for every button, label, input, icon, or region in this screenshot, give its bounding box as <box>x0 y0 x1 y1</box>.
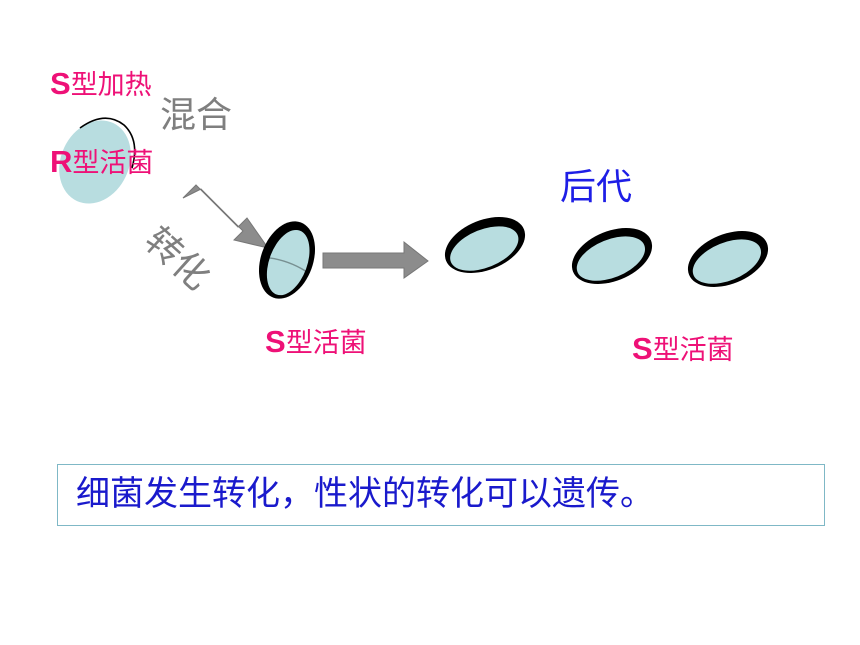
offspring-bacterium-2 <box>571 227 653 285</box>
s-bacterium-transformed <box>258 221 316 299</box>
conclusion-text: 细菌发生转化，性状的转化可以遗传。 <box>76 474 654 514</box>
offspring-bacterium-3 <box>687 230 769 288</box>
label-mix: 混合 <box>160 95 233 136</box>
label-offspring: 后代 <box>560 167 633 208</box>
label-s-live-1: S型活菌 <box>265 326 367 357</box>
label-s-live-1-prefix: S <box>265 324 286 359</box>
label-r-live-rest: 型活菌 <box>72 148 154 179</box>
label-s-live-2-rest: 型活菌 <box>652 335 734 366</box>
label-s-heated-rest: 型加热 <box>70 70 152 101</box>
transform-arrow <box>182 184 270 249</box>
label-s-heated-prefix: S <box>50 66 71 101</box>
label-r-live: R型活菌 <box>50 146 153 177</box>
label-s-live-1-rest: 型活菌 <box>285 328 367 359</box>
label-s-live-2-prefix: S <box>632 331 653 366</box>
offspring-bacterium-1 <box>444 216 526 274</box>
r-bacterium-mixture <box>59 117 136 204</box>
label-r-live-prefix: R <box>50 144 73 179</box>
conclusion-box: 细菌发生转化，性状的转化可以遗传。 <box>57 464 825 526</box>
reproduce-arrow <box>322 240 429 279</box>
label-s-live-2: S型活菌 <box>632 333 734 364</box>
label-s-heated: S型加热 <box>50 68 152 99</box>
